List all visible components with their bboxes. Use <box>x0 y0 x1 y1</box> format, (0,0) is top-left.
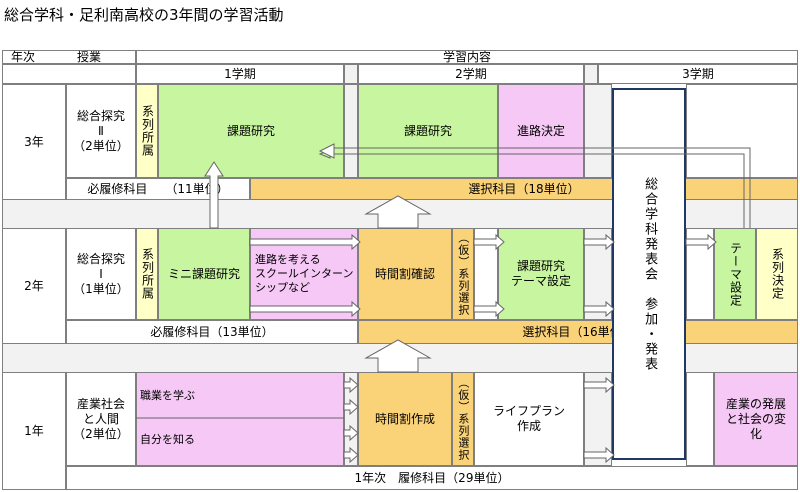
header-gap1 <box>344 64 358 84</box>
year2-mini-research: ミニ課題研究 <box>158 228 250 320</box>
year3-label: 3年 <box>2 84 66 200</box>
right-arrow-y1-b <box>343 398 359 416</box>
year2-affiliation: 系列所属 <box>136 228 158 320</box>
year3-required: 必履修科目 （11単位） <box>66 178 250 200</box>
header-term1: 1学期 <box>136 64 344 84</box>
year2-required: 必履修科目（13単位） <box>66 320 358 344</box>
year1-life-plan: ライフプラン 作成 <box>474 372 584 466</box>
right-arrow-y2-a <box>249 233 361 251</box>
page-title: 総合学科・足利南高校の3年間の学習活動 <box>4 6 284 24</box>
year3-affiliation: 系列所属 <box>136 84 158 178</box>
year1-learn-work: 職業を学ぶ <box>140 389 195 403</box>
year3-gap2 <box>584 84 612 178</box>
header-row-left: 年次 授業 <box>2 50 136 64</box>
right-arrow-y1-e <box>583 376 615 394</box>
year1-industry: 産業の発展 と社会の変 化 <box>714 372 798 466</box>
year1-provisional: （仮）系列選択 <box>452 372 474 466</box>
year3-course: 総合探究 Ⅱ （2単位） <box>66 84 136 178</box>
header-gap2 <box>584 64 598 84</box>
header-year: 年次 <box>11 49 36 64</box>
year3-career: 進路決定 <box>498 84 584 178</box>
right-arrow-y1-a <box>343 376 359 394</box>
year3-term3-blank <box>686 84 798 178</box>
year1-required: 1年次 履修科目（29単位） <box>66 466 798 490</box>
big-up-arrow-2 <box>364 339 432 373</box>
year1-label: 1年 <box>2 372 66 490</box>
right-arrow-y2-g <box>685 233 717 251</box>
up-arrow-research <box>204 161 224 229</box>
right-arrow-y2-d <box>473 300 505 318</box>
right-arrow-y2-e <box>583 233 615 251</box>
year1-gap1 <box>344 372 358 466</box>
right-arrow-y2-b <box>249 300 361 318</box>
header-term2: 2学期 <box>358 64 584 84</box>
header-blank <box>2 64 136 84</box>
year1-pink-block <box>136 372 344 466</box>
year2-elective: 選択科目（16単位） <box>358 320 798 344</box>
year2-course: 総合探究 Ⅰ （1単位） <box>66 228 136 320</box>
year2-timetable: 時間割確認 <box>358 228 452 320</box>
right-arrow-y1-f <box>583 446 615 464</box>
year2-series-decide: 系列決定 <box>756 228 798 320</box>
header-class: 授業 <box>77 49 102 64</box>
big-up-arrow-1 <box>364 195 432 229</box>
year1-gap3 <box>686 372 714 466</box>
year2-provisional: （仮）系列選択 <box>452 228 474 320</box>
year3-research-2: 課題研究 <box>358 84 498 178</box>
year2-label: 2年 <box>2 228 66 344</box>
year3-research-1: 課題研究 <box>158 84 344 178</box>
header-content: 学習内容 <box>136 50 798 64</box>
right-arrow-y2-c <box>473 233 505 251</box>
feedback-arrow <box>318 143 751 228</box>
right-arrow-y1-d <box>343 446 359 464</box>
year2-theme: 課題研究 テーマ設定 <box>498 228 584 320</box>
presentation-box: 総合学科発表会 参加・発表 <box>612 88 686 460</box>
year1-course: 産業社会 と人間 （2単位） <box>66 372 136 466</box>
right-arrow-y2-f <box>583 300 615 318</box>
right-arrow-y1-c <box>343 424 359 442</box>
year1-know-self: 自分を知る <box>140 433 195 447</box>
header-term3: 3学期 <box>598 64 798 84</box>
year2-theme-set: テーマ設定 <box>714 228 756 320</box>
year1-timetable: 時間割作成 <box>358 372 452 466</box>
